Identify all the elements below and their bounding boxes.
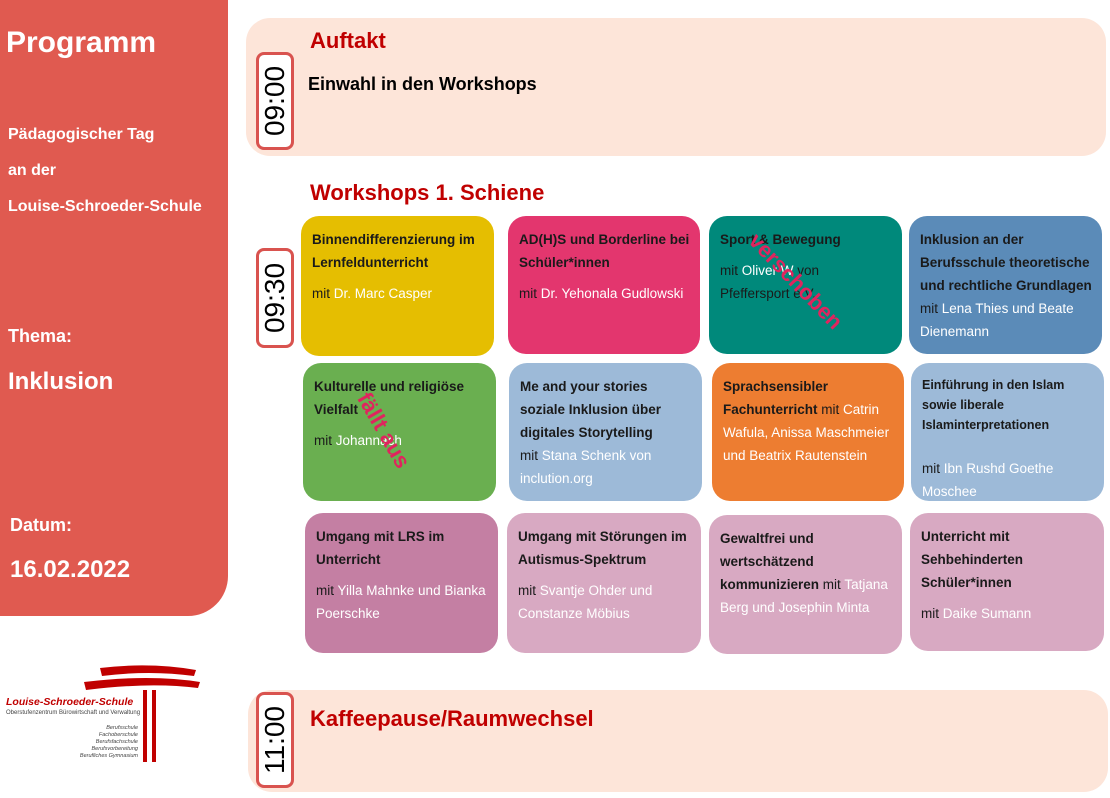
workshop-title: Kulturelle und religiöse Vielfalt [314, 379, 465, 417]
auftakt-band [246, 18, 1106, 156]
mit-label: mit [720, 263, 738, 278]
workshop-names: Dr. Yehonala Gudlowski [540, 286, 684, 301]
workshop-card-7[interactable]: Sprachsensibler Fachunterricht mit Catri… [712, 363, 904, 501]
pause-title: Kaffeepause/Raumwechsel [310, 706, 594, 731]
workshop-title: AD(H)S und Borderline bei Schüler*innen [519, 232, 690, 270]
workshop-card-4[interactable]: Inklusion an der Berufsschule theoretisc… [909, 216, 1102, 354]
workshop-names: Daike Sumann [942, 606, 1032, 621]
datum-label: Datum: [10, 515, 72, 535]
workshop-title: Me and your stories soziale Inklusion üb… [520, 379, 662, 440]
workshop-card-11[interactable]: Gewaltfrei und wertschätzend kommunizier… [709, 515, 902, 654]
workshop-names: Dr. Marc Casper [333, 286, 433, 301]
workshop-names-2: von [797, 263, 820, 278]
workshop-title: Sprachsensibler Fachunterricht [723, 379, 829, 417]
workshop-names-3: Pfeffersport e.V. [720, 286, 817, 301]
sidebar-line-2: an der [8, 162, 57, 179]
mit-label: mit [316, 583, 334, 598]
mit-label: mit [922, 461, 940, 476]
logo-subtitle: Oberstufenzentrum Bürowirtschaft und Ver… [6, 710, 141, 716]
mit-label: mit [312, 286, 330, 301]
school-logo: Louise-Schroeder-Schule Oberstufenzentru… [0, 660, 230, 770]
auftakt-text: Einwahl in den Workshops [308, 74, 537, 94]
workshop-card-8[interactable]: Einführung in den Islam sowie liberale I… [911, 363, 1104, 501]
workshop-card-6[interactable]: Me and your stories soziale Inklusion üb… [509, 363, 702, 501]
datum-value: 16.02.2022 [10, 556, 131, 583]
mit-label: mit [314, 433, 332, 448]
workshop-title: Gewaltfrei und wertschätzend kommunizier… [720, 531, 820, 592]
workshop-names: Oliver W [741, 263, 794, 278]
mit-label: mit [520, 448, 538, 463]
workshop-title: Umgang mit Störungen im Autismus-Spektru… [518, 529, 687, 567]
mit-label: mit [518, 583, 536, 598]
sidebar-line-3: Louise-Schroeder-Schule [8, 198, 202, 215]
auftakt-title: Auftakt [310, 28, 386, 53]
workshop-names: Svantje Ohder und Constanze Möbius [518, 583, 653, 621]
mit-label: mit [921, 606, 939, 621]
time-1100: 11:00 [256, 692, 294, 788]
workshop-title: Sport & Bewegung [720, 232, 841, 247]
workshop-names: Catrin Wafula, Anissa Maschmeier und Bea… [723, 402, 890, 463]
mit-label: mit [920, 301, 938, 316]
workshop-card-5[interactable]: Kulturelle und religiöse Vielfalt mit Jo… [303, 363, 496, 501]
thema-label: Thema: [8, 326, 73, 346]
logo-name: Louise-Schroeder-Schule [6, 696, 134, 708]
workshop-names: Tatjana Berg und Josephin Minta [720, 577, 888, 615]
logo-icon [84, 665, 200, 762]
workshop-card-2[interactable]: AD(H)S und Borderline bei Schüler*innen … [508, 216, 700, 354]
workshop-title: Einführung in den Islam sowie liberale I… [922, 378, 1065, 432]
time-0930: 09:30 [256, 248, 294, 348]
mit-label: mit [822, 577, 841, 592]
sidebar: Programm Pädagogischer Tag an der Louise… [0, 0, 228, 616]
time-0900: 09:00 [256, 52, 294, 150]
workshop-names: Johanna [335, 433, 388, 448]
pause-band [248, 690, 1108, 792]
workshop-card-9[interactable]: Umgang mit LRS im Unterricht mit Yilla M… [305, 513, 498, 653]
workshop-names: Lena Thies und Beate Dienemann [920, 301, 1074, 339]
program-title: Programm [6, 26, 157, 59]
workshop-title: Umgang mit LRS im Unterricht [316, 529, 445, 567]
workshop-title: Inklusion an der Berufsschule theoretisc… [920, 232, 1092, 293]
workshop-names-2: ch [387, 433, 402, 448]
mit-label: mit [519, 286, 537, 301]
workshop-names: Yilla Mahnke und Bianka Poerschke [316, 583, 486, 621]
workshop-card-3[interactable]: Sport & Bewegung mit Oliver W von Pfeffe… [709, 216, 902, 354]
mit-label: mit [821, 402, 840, 417]
workshop-title: Binnendifferenzierung im Lernfeldunterri… [312, 232, 475, 270]
workshop-names: Ibn Rushd Goethe Moschee [922, 461, 1054, 499]
thema-value: Inklusion [8, 368, 114, 395]
workshop-title: Unterricht mit Sehbehinderten Schüler*in… [921, 529, 1024, 590]
logo-school-list: Berufsschule Fachoberschule Berufsfachsc… [79, 725, 138, 759]
workshop-card-1[interactable]: Binnendifferenzierung im Lernfeldunterri… [301, 216, 494, 356]
workshop-card-10[interactable]: Umgang mit Störungen im Autismus-Spektru… [507, 513, 701, 653]
workshop-names: Stana Schenk von inclution.org [520, 448, 652, 486]
workshop-card-12[interactable]: Unterricht mit Sehbehinderten Schüler*in… [910, 513, 1104, 651]
workshops-title: Workshops 1. Schiene [310, 180, 545, 205]
sidebar-line-1: Pädagogischer Tag [8, 126, 155, 143]
